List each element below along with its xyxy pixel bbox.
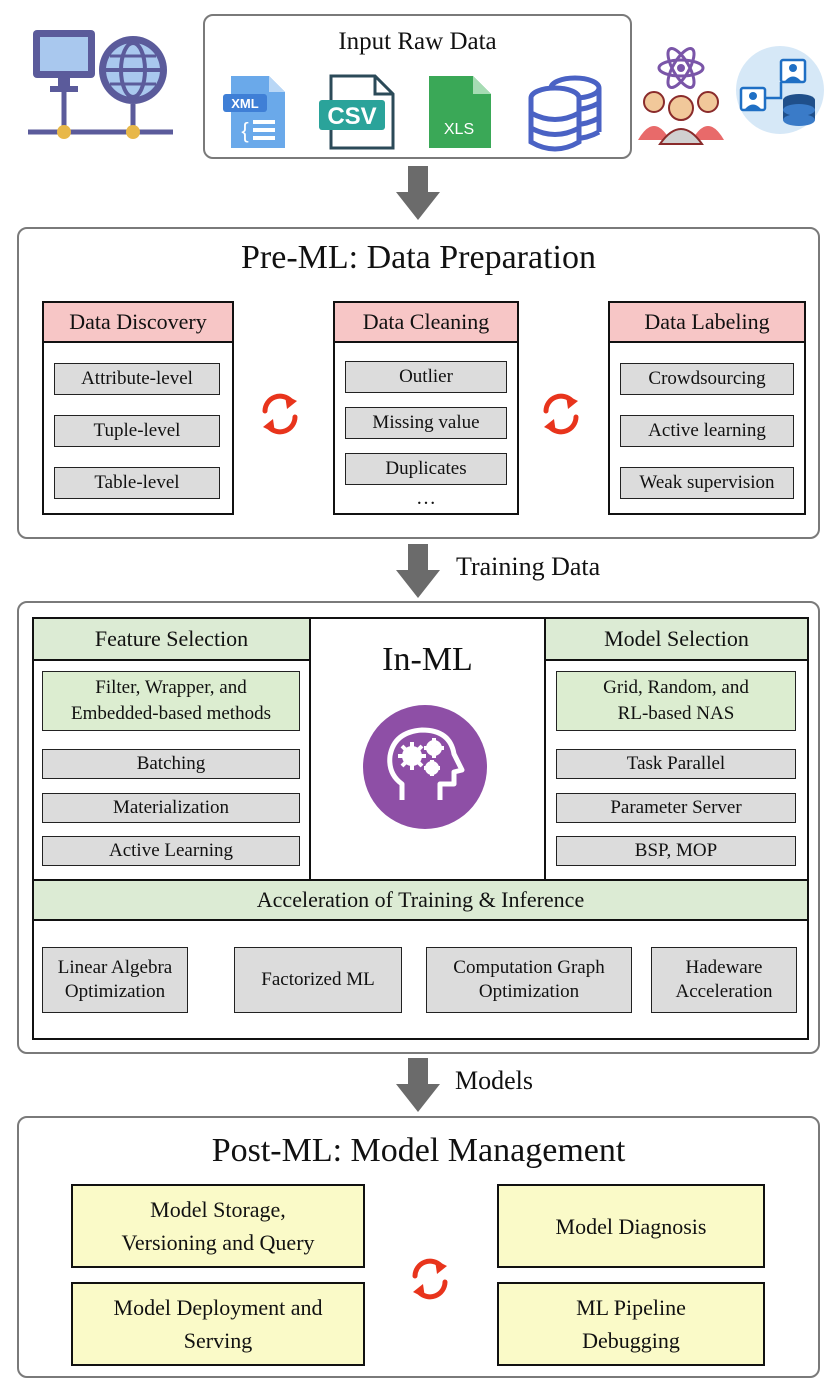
down-arrow-icon	[396, 544, 440, 598]
model-selection-box: Model Selection Grid, Random, and RL-bas…	[544, 619, 807, 879]
list-item: Factorized ML	[234, 947, 402, 1013]
model-selection-header: Model Selection	[546, 619, 807, 661]
list-item: Tuple-level	[54, 415, 220, 447]
list-item: Weak supervision	[620, 467, 794, 499]
list-item: Attribute-level	[54, 363, 220, 395]
post-ml-title: Post-ML: Model Management	[211, 1132, 626, 1169]
input-title: Input Raw Data	[338, 28, 497, 55]
data-cleaning-box: Data Cleaning Outlier Missing value Dupl…	[333, 301, 519, 515]
post-ml-panel: Post-ML: Model Management Model Storage,…	[17, 1116, 820, 1378]
data-labeling-box: Data Labeling Crowdsourcing Active learn…	[608, 301, 806, 515]
svg-text:CSV: CSV	[327, 103, 376, 130]
pre-ml-title: Pre-ML: Data Preparation	[241, 239, 596, 276]
list-item: Outlier	[345, 361, 507, 393]
list-item: Batching	[42, 749, 300, 779]
data-discovery-box: Data Discovery Attribute-level Tuple-lev…	[42, 301, 234, 515]
input-raw-data-box: Input Raw Data XML { CSV XLS	[203, 14, 632, 159]
network-computer-icon	[28, 20, 173, 150]
in-ml-panel: Feature Selection Filter, Wrapper, and E…	[17, 601, 820, 1054]
xml-file-icon: XML {	[223, 72, 291, 152]
feature-methods: Filter, Wrapper, and Embedded-based meth…	[42, 671, 300, 731]
acceleration-header: Acceleration of Training & Inference	[34, 879, 807, 921]
svg-text:XLS: XLS	[444, 121, 474, 138]
list-item: Task Parallel	[556, 749, 796, 779]
ml-pipeline-debugging-box: ML Pipeline Debugging	[497, 1282, 765, 1366]
list-item: Linear Algebra Optimization	[42, 947, 188, 1013]
database-icon	[525, 72, 605, 152]
training-data-label: Training Data	[456, 552, 601, 581]
list-item: Hadeware Acceleration	[651, 947, 797, 1013]
brain-gears-icon	[362, 704, 488, 830]
more-ellipsis: …	[416, 487, 436, 509]
svg-text:{: {	[241, 118, 248, 143]
in-ml-inner-frame: Feature Selection Filter, Wrapper, and E…	[32, 617, 809, 1040]
list-item: BSP, MOP	[556, 836, 796, 866]
cycle-arrows-icon	[407, 1256, 453, 1302]
list-item: Materialization	[42, 793, 300, 823]
data-cleaning-header: Data Cleaning	[335, 303, 517, 343]
data-discovery-header: Data Discovery	[44, 303, 232, 343]
feature-selection-box: Feature Selection Filter, Wrapper, and E…	[34, 619, 311, 879]
down-arrow-icon	[396, 1058, 440, 1112]
feature-selection-header: Feature Selection	[34, 619, 309, 661]
model-storage-box: Model Storage, Versioning and Query	[71, 1184, 365, 1268]
model-diagnosis-box: Model Diagnosis	[497, 1184, 765, 1268]
pre-ml-panel: Pre-ML: Data Preparation Data Discovery …	[17, 227, 820, 539]
list-item: Active learning	[620, 415, 794, 447]
in-ml-title: In-ML	[382, 641, 473, 678]
models-label: Models	[455, 1066, 533, 1095]
science-team-icon	[638, 40, 724, 145]
list-item: Crowdsourcing	[620, 363, 794, 395]
model-deployment-box: Model Deployment and Serving	[71, 1282, 365, 1366]
xls-file-icon: XLS	[425, 72, 495, 152]
list-item: Computation Graph Optimization	[426, 947, 632, 1013]
down-arrow-icon	[396, 166, 440, 220]
list-item: Parameter Server	[556, 793, 796, 823]
cycle-arrows-icon	[538, 391, 584, 437]
list-item: Table-level	[54, 467, 220, 499]
data-labeling-header: Data Labeling	[610, 303, 804, 343]
csv-file-icon: CSV	[317, 72, 399, 152]
list-item: Duplicates	[345, 453, 507, 485]
list-item: Missing value	[345, 407, 507, 439]
model-methods: Grid, Random, and RL-based NAS	[556, 671, 796, 731]
list-item: Active Learning	[42, 836, 300, 866]
user-data-icon	[735, 38, 825, 143]
cycle-arrows-icon	[257, 391, 303, 437]
svg-text:XML: XML	[231, 96, 259, 111]
